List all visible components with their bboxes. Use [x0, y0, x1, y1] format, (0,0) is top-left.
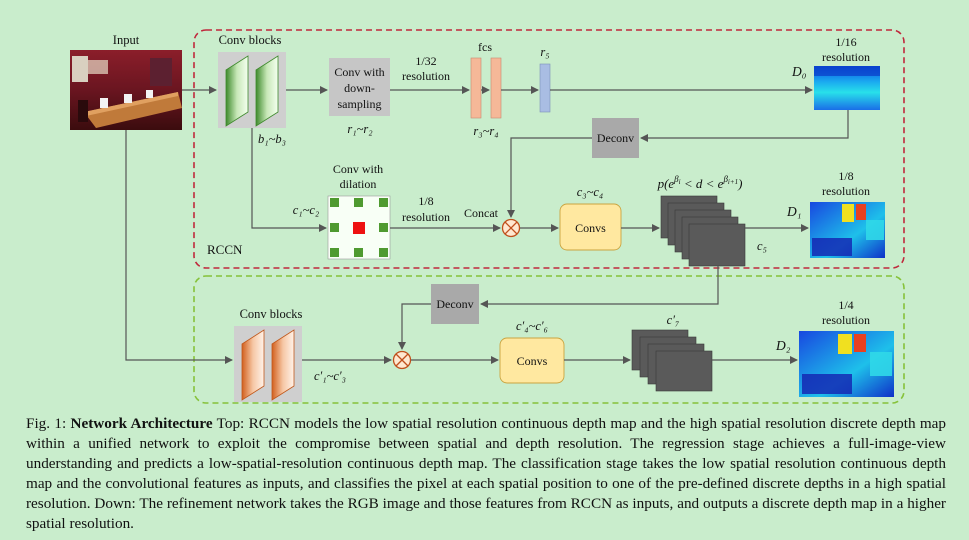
res-1-8-right-word: resolution	[822, 184, 870, 198]
c7p-label: c′₇	[667, 313, 680, 327]
c5-feature-stack	[660, 195, 746, 267]
concat-label: Concat	[464, 206, 499, 220]
caption-prefix: Fig. 1:	[26, 415, 67, 432]
c1p-c3p-label: c′₁~c′₃	[314, 369, 346, 383]
refinement-boundary	[193, 275, 905, 404]
res-1-16-word: resolution	[822, 50, 870, 64]
deconv-bottom-block	[431, 284, 479, 324]
c4p-c6p-label: c′₄~c′₆	[516, 319, 548, 333]
deconv-top-block	[592, 118, 639, 158]
d2-label: D₂	[775, 338, 791, 353]
res-1-4-word: resolution	[822, 313, 870, 327]
deconv-top-label: Deconv	[597, 131, 634, 145]
concat-operator-top	[501, 218, 521, 238]
deconv-bottom-label: Deconv	[436, 297, 473, 311]
rccn-label: RCCN	[207, 242, 243, 257]
res-1-16-value: 1/16	[835, 35, 856, 49]
d0-depth-map	[814, 66, 880, 110]
conv-downsampling-block	[329, 58, 390, 116]
conv-blocks-bottom-label: Conv blocks	[240, 307, 303, 321]
conv-dil-line2: dilation	[340, 177, 377, 191]
rccn-boundary	[193, 29, 905, 269]
caption-body: Top: RCCN models the low spatial resolut…	[26, 415, 947, 532]
conv-blocks-top-label: Conv blocks	[219, 33, 282, 47]
conv-down-line3: sampling	[338, 97, 382, 111]
c1-c2-label: c₁~c₂	[293, 203, 320, 217]
input-label: Input	[113, 33, 140, 47]
network-architecture-diagram: Input Conv blocks b₁~b₃ Conv with down- …	[70, 29, 905, 404]
d2-depth-map	[799, 331, 894, 397]
d1-label: D₁	[786, 204, 801, 219]
c7p-feature-stack	[631, 329, 713, 392]
fc-layer-2	[490, 57, 502, 119]
connectors	[125, 86, 849, 364]
d0-label: D₀	[791, 64, 807, 79]
r5-layer	[539, 63, 551, 113]
res-1-8-right-value: 1/8	[838, 169, 853, 183]
res-1-32-word: resolution	[402, 69, 450, 83]
fcs-label: fcs	[478, 40, 492, 54]
conv-dil-line1: Conv with	[333, 162, 383, 176]
conv-down-line2: down-	[344, 81, 375, 95]
conv-blocks-bottom	[234, 326, 302, 402]
r3-r4-label: r₃~r₄	[473, 124, 498, 138]
c3-c4-label: c₃~c₄	[577, 185, 604, 199]
res-1-32-value: 1/32	[415, 54, 436, 68]
probability-label: p(eβi < d < eβi+1)	[657, 174, 743, 191]
c5-label: c₅	[757, 239, 767, 253]
fc-layer-1	[470, 57, 482, 119]
conv-down-line1: Conv with	[334, 65, 384, 79]
b1-b3-label: b₁~b₃	[258, 132, 286, 146]
convs-top-block	[559, 203, 622, 251]
r1-r2-label: r₁~r₂	[347, 122, 373, 136]
figure-caption: Fig. 1: Network Architecture Top: RCCN m…	[26, 414, 946, 534]
res-1-4-value: 1/4	[838, 298, 853, 312]
caption-title: Network Architecture	[70, 415, 213, 432]
concat-operator-bottom	[392, 350, 412, 370]
input-image	[70, 50, 182, 130]
r5-label: r₅	[540, 45, 549, 59]
convs-bottom-label: Convs	[517, 354, 548, 368]
conv-blocks-top	[218, 52, 286, 128]
convs-top-label: Convs	[575, 221, 606, 235]
dilation-block	[327, 195, 391, 260]
d1-depth-map	[810, 202, 885, 258]
res-1-8-word: resolution	[402, 210, 450, 224]
res-1-8-value: 1/8	[418, 194, 433, 208]
